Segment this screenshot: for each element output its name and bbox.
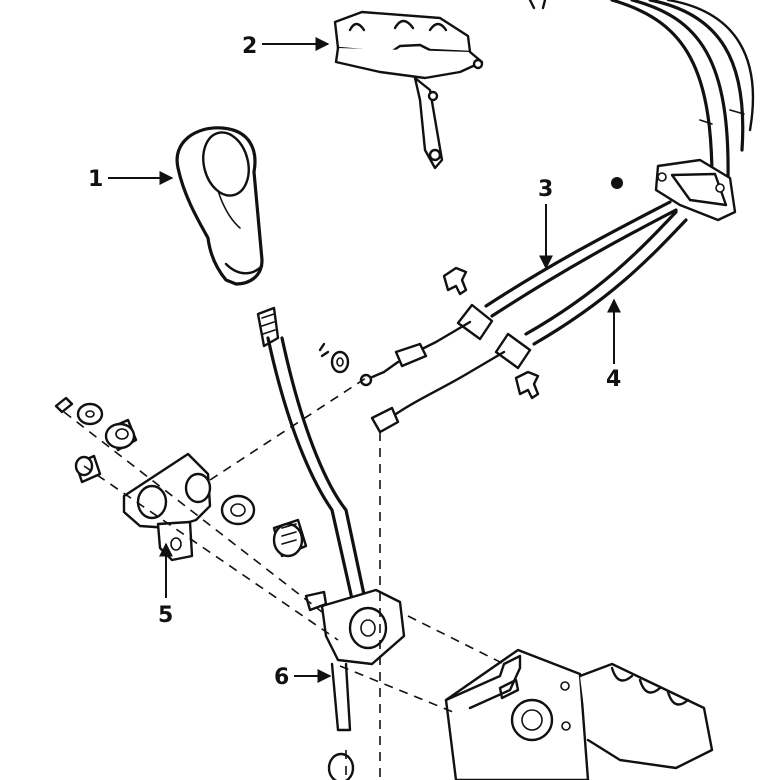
shift-lever	[256, 306, 368, 610]
lever-base-assembly	[304, 588, 406, 780]
flat-washer	[76, 402, 104, 426]
svg-text:4: 4	[606, 367, 621, 392]
callout-2: 2	[242, 34, 330, 59]
cable-washer-clip	[318, 342, 350, 374]
shifter-base-housing	[444, 648, 714, 780]
callout-4: 4	[606, 298, 621, 392]
bushing-upper	[104, 418, 138, 452]
cable-bracket-upper	[333, 10, 484, 170]
cable-clamp	[611, 158, 737, 222]
svg-text:5: 5	[158, 603, 173, 628]
callout-6: 6	[274, 665, 332, 690]
bushing-middle	[220, 494, 256, 526]
svg-text:3: 3	[538, 177, 553, 202]
spring-washer	[54, 396, 74, 414]
svg-text:2: 2	[242, 34, 257, 59]
cable-bundle	[528, 0, 755, 207]
callout-1: 1	[88, 167, 174, 192]
shift-knob	[175, 126, 264, 286]
shift-cable-4	[370, 210, 688, 434]
callout-3: 3	[538, 177, 553, 270]
assembly-lines	[63, 377, 505, 780]
svg-text:1: 1	[88, 167, 103, 192]
svg-text:6: 6	[274, 665, 289, 690]
callout-5: 5	[158, 542, 173, 628]
shift-cable-3	[359, 200, 678, 387]
retaining-clip-lower	[514, 370, 540, 400]
retaining-clip-upper	[442, 266, 468, 296]
bushing-lower	[272, 518, 308, 558]
